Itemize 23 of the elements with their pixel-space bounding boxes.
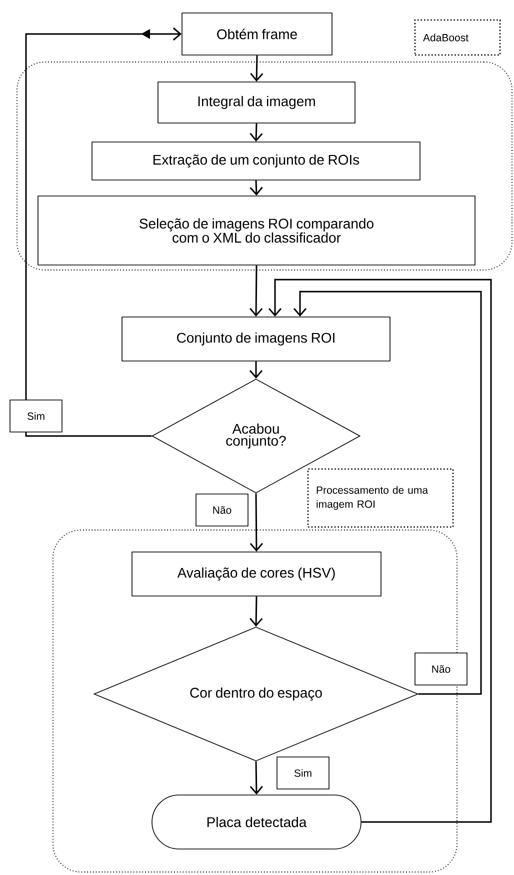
terminal-box: Placa detectada xyxy=(152,794,362,850)
edge-label: Sim xyxy=(276,756,330,790)
arrow xyxy=(250,180,263,196)
arrow xyxy=(249,361,263,379)
process-box: Conjunto de imagens ROI xyxy=(122,316,390,362)
edge-label: Não xyxy=(414,652,468,686)
process-box: Integral da imagem xyxy=(158,82,356,124)
arrow xyxy=(25,27,182,437)
edge-label: Sim xyxy=(10,400,62,432)
edge-label: Não xyxy=(196,494,248,526)
process-box: Seleção de imagens ROI comparando com o XML do classificador xyxy=(38,196,476,266)
process-box: Avaliação de cores (HSV) xyxy=(132,552,382,596)
arrow xyxy=(250,265,263,317)
arrow xyxy=(293,290,482,695)
arrow xyxy=(250,123,263,142)
process-box: Obtém frame xyxy=(182,12,332,56)
arrow xyxy=(250,596,263,627)
arrow xyxy=(250,761,263,795)
arrow xyxy=(250,55,264,82)
arrow xyxy=(250,493,263,552)
arrow xyxy=(268,278,492,823)
process-box: Extração de um conjunto de ROIs xyxy=(92,142,420,180)
node-label: AdaBoost xyxy=(423,34,468,42)
